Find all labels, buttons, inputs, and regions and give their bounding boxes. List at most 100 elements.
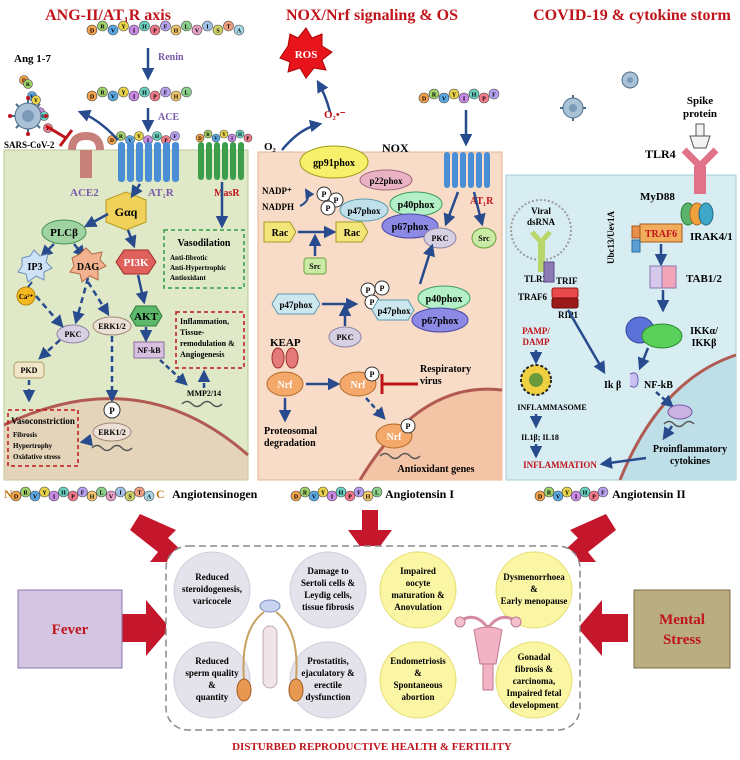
pi3k-node bbox=[115, 249, 157, 275]
amino-acid-bead bbox=[160, 86, 171, 98]
phospho-nrf-2 bbox=[400, 418, 416, 434]
female-effect-3: Endometriosis & Spontaneous abortion bbox=[379, 641, 457, 719]
amino-acid-bead bbox=[107, 24, 119, 36]
amino-acid-letter: T bbox=[226, 24, 230, 30]
amino-acid-letter: R bbox=[206, 133, 210, 138]
nrf-bound-label: Nrf bbox=[278, 380, 294, 391]
phospho-lower-3-label: P bbox=[370, 298, 375, 307]
tab-label: TAB1/2 bbox=[686, 273, 722, 285]
traf6-upper-label: TRAF6 bbox=[645, 229, 677, 240]
amino-acid-bead bbox=[97, 20, 108, 32]
amino-acid-letter: L bbox=[184, 90, 188, 96]
male-effect-1-line-1: Reduced bbox=[195, 572, 229, 582]
amino-acid-letter: V bbox=[30, 94, 34, 100]
amino-acid-letter: D bbox=[294, 494, 299, 500]
respiratory-virus-line-2: virus bbox=[420, 376, 442, 387]
amino-acid-letter: I bbox=[463, 96, 466, 102]
src-middle-right-label: Src bbox=[478, 234, 490, 243]
male-effect-1: Reduced steroidogenesis, varicocele bbox=[173, 551, 251, 629]
erk-upper-label: ERK1/2 bbox=[98, 322, 126, 331]
amino-acid-bead bbox=[149, 90, 161, 102]
calcium-label: Ca²⁺ bbox=[19, 293, 34, 301]
ubc13-icon bbox=[631, 225, 641, 239]
male-effect-3-line-4: quantity bbox=[196, 692, 229, 702]
amino-acid-bead bbox=[335, 486, 347, 498]
amino-acid-letter: L bbox=[375, 490, 379, 496]
amino-acid-letter: I bbox=[119, 490, 122, 496]
amino-acid-bead bbox=[86, 24, 98, 36]
amino-acid-letter: R bbox=[23, 490, 28, 496]
amino-acid-letter: L bbox=[99, 490, 103, 496]
p47phox-bound-node bbox=[371, 299, 415, 321]
amino-acid-letter: I bbox=[331, 494, 334, 500]
pkc-left-node bbox=[56, 324, 90, 344]
amino-acid-letter: P bbox=[348, 494, 352, 500]
amino-acid-letter: V bbox=[556, 494, 561, 500]
male-effect-3: Reduced sperm quality & quantity bbox=[173, 641, 251, 719]
nfkb-to-mmp-arrow bbox=[159, 359, 188, 386]
lower-complex-to-membrane-arrow bbox=[418, 243, 435, 285]
female-effect-1-line-1: Impaired bbox=[400, 566, 436, 576]
masr-label: MasR bbox=[214, 188, 240, 199]
right-panel-title: COVID-19 & cytokine storm bbox=[533, 7, 731, 24]
vasodilation-item-2: Anti-Hypertrophic bbox=[170, 264, 226, 272]
phospho-complex-3-label: P bbox=[326, 204, 331, 213]
p67phox-complex-label: p67phox bbox=[392, 222, 429, 233]
female-effect-1-line-4: Anovulation bbox=[394, 602, 442, 612]
phospho-nrf-1 bbox=[364, 366, 380, 382]
amino-acid-bead bbox=[468, 88, 480, 100]
amino-acid-bead bbox=[170, 131, 180, 141]
amino-acid-bead bbox=[212, 24, 224, 36]
amino-acid-bead bbox=[344, 490, 356, 502]
pkc-middle-lower-node bbox=[328, 326, 362, 348]
amino-acid-bead bbox=[181, 20, 192, 32]
pkc-middle-lower-label: PKC bbox=[337, 333, 354, 342]
amino-acid-letter: F bbox=[81, 490, 85, 496]
ikb-label: Ik β bbox=[604, 380, 621, 391]
p40phox-lower-label: p40phox bbox=[426, 294, 463, 305]
amino-acid-bead bbox=[299, 486, 311, 498]
p40phox-complex-label: p40phox bbox=[398, 200, 435, 211]
amino-acid-letter: F bbox=[492, 92, 496, 98]
female-effect-2-line-2: & bbox=[530, 584, 538, 594]
male-effect-4-line-4: dysfunction bbox=[305, 692, 350, 702]
spike-protein-icon bbox=[689, 123, 711, 149]
amino-acid-bead bbox=[58, 486, 69, 498]
angiotensinogen-label: Angiotensinogen bbox=[172, 487, 258, 501]
ros-burst-icon bbox=[279, 27, 333, 79]
amino-acid-bead bbox=[48, 490, 60, 502]
amino-acid-bead bbox=[181, 86, 192, 98]
vasoconstriction-item-1: Fibrosis bbox=[13, 431, 37, 439]
inflammation-line-1: Inflammation, bbox=[180, 317, 229, 326]
pkc-middle-right-node bbox=[423, 227, 457, 249]
ace-label: ACE bbox=[158, 112, 179, 123]
amino-acid-letter: V bbox=[312, 494, 317, 500]
masr-receptor-icon bbox=[198, 142, 244, 180]
male-effect-1-line-3: varicocele bbox=[193, 596, 231, 606]
male-effect-1-line-2: steroidogenesis, bbox=[182, 584, 242, 594]
amino-acid-bead bbox=[202, 20, 213, 32]
amino-acid-bead bbox=[597, 486, 609, 498]
amino-acid-bead bbox=[128, 90, 140, 102]
amino-acid-letter: V bbox=[111, 28, 116, 34]
nfkb-left-node bbox=[133, 341, 165, 359]
plcb-to-ip3-arrow bbox=[40, 243, 55, 258]
sars-cov-2-label: SARS-CoV-2 bbox=[4, 140, 55, 150]
amino-acid-bead bbox=[128, 24, 140, 36]
amino-acid-letter: Y bbox=[42, 490, 47, 496]
amino-acid-bead bbox=[149, 24, 161, 36]
akt-node bbox=[129, 305, 163, 327]
amino-acid-letter: P bbox=[71, 494, 75, 500]
sars-inhibition-bar bbox=[58, 129, 74, 147]
amino-acid-bead bbox=[116, 131, 126, 141]
oxygen-label: O₂ bbox=[264, 141, 277, 153]
amino-acid-letter: F bbox=[173, 134, 177, 140]
vasoconstriction-box bbox=[7, 409, 79, 467]
src-middle-label: Src bbox=[309, 262, 321, 271]
phospho-lower-2-label: P bbox=[380, 284, 385, 293]
amino-acid-letter: V bbox=[214, 137, 218, 142]
amino-acid-letter: I bbox=[53, 494, 56, 500]
